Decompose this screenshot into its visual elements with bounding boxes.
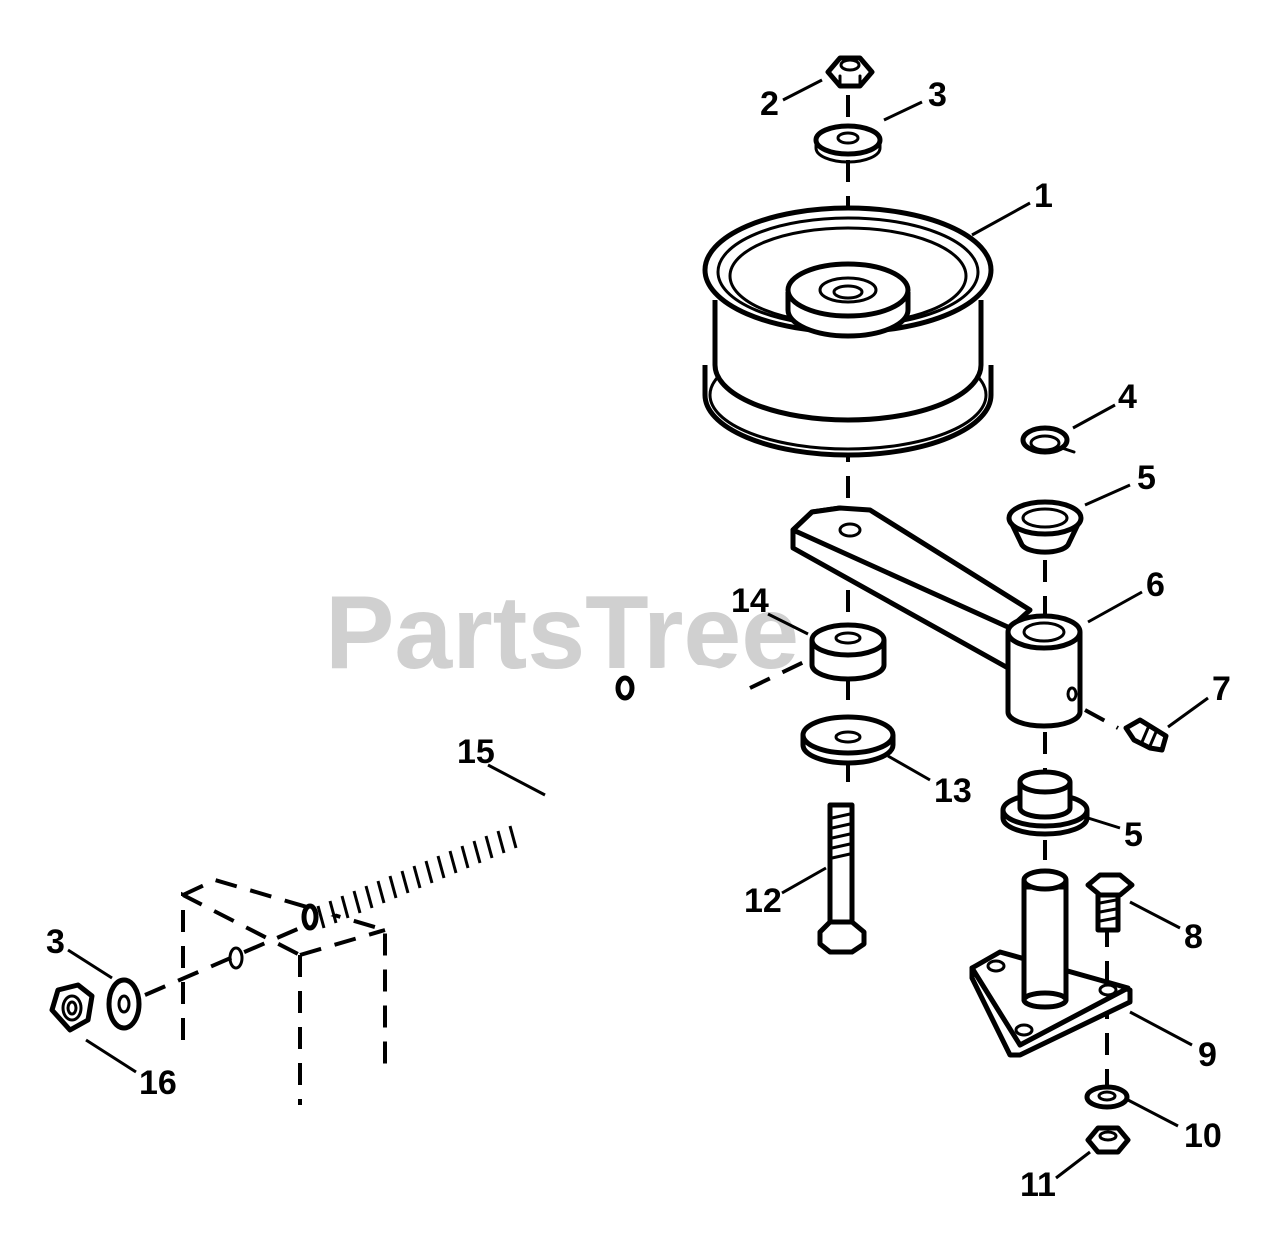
- bushing-part-5-lower: [1000, 769, 1090, 837]
- callout-1: 1: [1034, 177, 1053, 215]
- idler-pulley-part-1: [702, 205, 994, 458]
- grease-fitting-part-7: [1123, 717, 1169, 753]
- idler-arm-part-6: [790, 505, 1083, 729]
- hex-nut-part-11: [1085, 1125, 1131, 1155]
- washer-part-3-left: [106, 977, 142, 1031]
- lock-washer-part-10: [1084, 1084, 1130, 1110]
- callout-16: 16: [139, 1064, 177, 1102]
- callout-3-top: 3: [928, 76, 947, 114]
- callout-8: 8: [1184, 918, 1203, 956]
- callout-11: 11: [1020, 1166, 1056, 1204]
- callout-3-left: 3: [46, 923, 65, 961]
- bushing-part-5-upper: [1006, 499, 1084, 555]
- callout-5-upper: 5: [1137, 459, 1156, 497]
- callout-5-lower: 5: [1124, 816, 1143, 854]
- callout-4: 4: [1118, 378, 1137, 416]
- callout-9: 9: [1198, 1036, 1217, 1074]
- pivot-plate-part-9: [969, 868, 1133, 1058]
- callout-15: 15: [457, 733, 495, 771]
- callout-10: 10: [1184, 1117, 1222, 1155]
- lock-nut-part-16: [49, 982, 95, 1033]
- retaining-ring-part-4: [1020, 425, 1076, 455]
- callout-labels: 2 3 1 4 5 6 7 14 13 5 12 8 9 10 11 15 3 …: [46, 76, 1231, 1204]
- callout-14: 14: [731, 582, 769, 620]
- callout-6: 6: [1146, 566, 1165, 604]
- callout-7: 7: [1212, 670, 1231, 708]
- washer-part-3-top: [813, 123, 883, 164]
- spacer-part-14: [809, 622, 887, 682]
- callout-13: 13: [934, 772, 972, 810]
- callout-2: 2: [760, 85, 779, 123]
- callout-leaders: [67, 78, 1209, 1180]
- bolt-part-12: [817, 802, 867, 955]
- j-bolt-part-15: [301, 664, 753, 931]
- callout-12: 12: [744, 882, 782, 920]
- lock-nut-part-2: [825, 55, 875, 89]
- washer-part-13: [800, 714, 896, 766]
- cap-screw-part-8: [1085, 872, 1135, 933]
- frame-bracket: [181, 877, 387, 1105]
